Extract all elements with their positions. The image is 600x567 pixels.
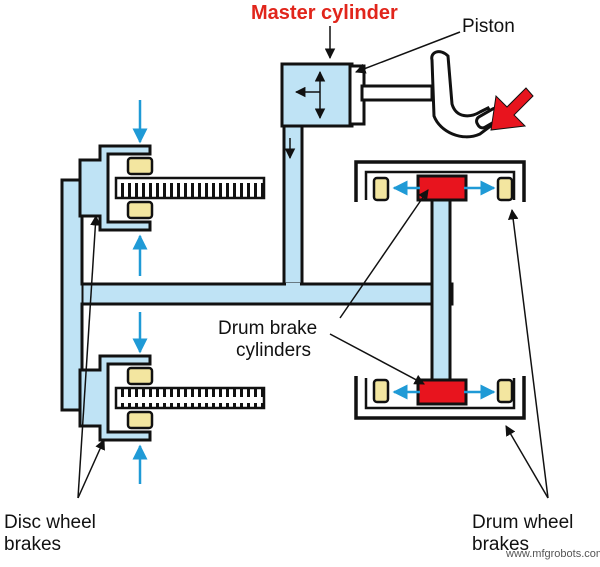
disc-brake-lower <box>78 354 266 442</box>
lower-brake-pad-bottom <box>126 410 154 430</box>
drum-brake-cylinders-label: Drum brake cylinders <box>218 318 317 362</box>
drum-wheel-brakes-line2: brakes <box>472 534 530 555</box>
lower-brake-pad-top <box>126 366 154 386</box>
piston-rod <box>360 84 434 102</box>
upper-brake-pad-bottom <box>126 200 154 220</box>
leader-lines <box>77 26 549 499</box>
drum-brake-upper <box>354 160 526 202</box>
lower-disc-rotor <box>114 386 266 410</box>
lower-drum-shoe-left <box>372 378 390 404</box>
main-line <box>60 282 454 306</box>
disc-wheel-brakes-line1: Disc wheel <box>4 512 96 533</box>
lower-drum-shoe-right <box>496 378 514 404</box>
upper-brake-pad-top <box>126 156 154 176</box>
master-cylinder <box>280 62 434 160</box>
disc-wheel-brakes-line2: brakes <box>4 534 62 555</box>
drum-wheel-brakes-label: Drum wheel brakes <box>472 512 573 556</box>
pedal-force-arrow <box>490 87 534 131</box>
master-cylinder-label: Master cylinder <box>251 2 398 24</box>
drum-brake-lower <box>354 376 526 420</box>
lower-wheel-cylinder <box>416 378 468 406</box>
upper-drum-shoe-left <box>372 176 390 202</box>
master-cylinder-body <box>280 62 354 128</box>
upper-wheel-cylinder <box>416 174 468 202</box>
piston-label: Piston <box>462 16 515 37</box>
disc-wheel-brakes-label: Disc wheel brakes <box>4 512 96 556</box>
drum-wheel-brakes-line1: Drum wheel <box>472 512 574 533</box>
upper-drum-shoe-right <box>496 176 514 202</box>
hydraulic-lines <box>60 62 454 412</box>
drum-brake-cylinders-line1: Drum brake <box>218 318 318 339</box>
watermark: www.mfgrobots.com <box>506 548 600 560</box>
drum-brake-cylinders-line2: cylinders <box>236 340 311 361</box>
disc-brake-upper <box>78 144 266 232</box>
upper-disc-rotor <box>114 176 266 200</box>
